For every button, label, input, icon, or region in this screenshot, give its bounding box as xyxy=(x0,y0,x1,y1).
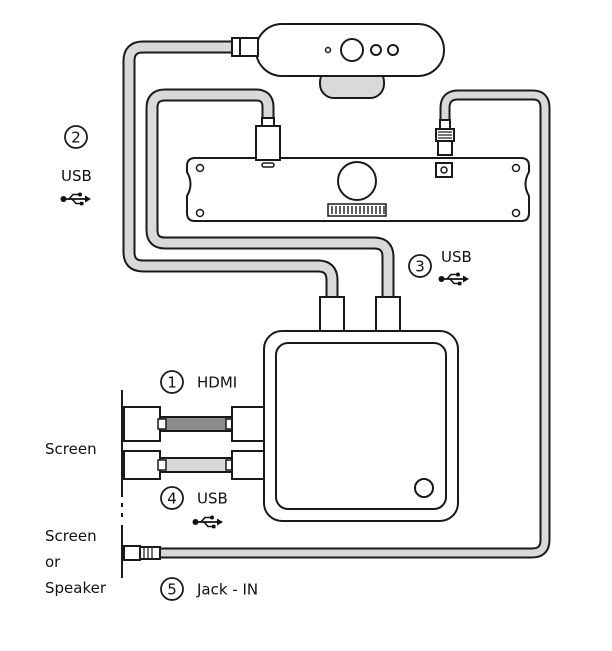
callout-2: 2 USB xyxy=(60,125,92,206)
usb-icon xyxy=(60,192,92,206)
callout-number: 1 xyxy=(167,374,177,392)
callout-number: 4 xyxy=(167,490,177,508)
hdmi-cable xyxy=(159,416,233,432)
callout-3: 3 USB xyxy=(408,248,472,286)
callout-label-usb: USB xyxy=(441,248,472,266)
screen-label: Screen xyxy=(45,440,97,458)
callout-label-usb: USB xyxy=(61,167,92,185)
cables xyxy=(122,40,551,559)
callout-1: 1 HDMI xyxy=(160,370,237,394)
callout-label-hdmi: HDMI xyxy=(197,374,237,392)
callout-number: 3 xyxy=(415,258,425,276)
screen-or-speaker-label-line-3: Speaker xyxy=(45,579,107,597)
audio-cable xyxy=(160,89,551,559)
usb-cable-microphone-bar xyxy=(145,88,395,297)
callout-label-jack-in: Jack - IN xyxy=(196,581,258,599)
usb-cable-screen xyxy=(159,457,233,473)
callout-number: 2 xyxy=(71,129,81,147)
usb-icon xyxy=(438,272,470,286)
callout-4: 4 USB xyxy=(160,486,228,529)
usb-icon xyxy=(192,515,224,529)
usb-cable-camera xyxy=(122,40,339,297)
screen-or-speaker-label-line-1: Screen xyxy=(45,527,97,545)
callout-5: 5 Jack - IN xyxy=(160,577,258,601)
callout-label-usb: USB xyxy=(197,490,228,508)
display-side xyxy=(121,390,167,578)
microphone-bar xyxy=(186,117,530,222)
hub xyxy=(225,296,459,522)
screen-or-speaker-label-line-2: or xyxy=(45,553,61,571)
camera xyxy=(231,23,445,99)
callout-number: 5 xyxy=(167,581,177,599)
